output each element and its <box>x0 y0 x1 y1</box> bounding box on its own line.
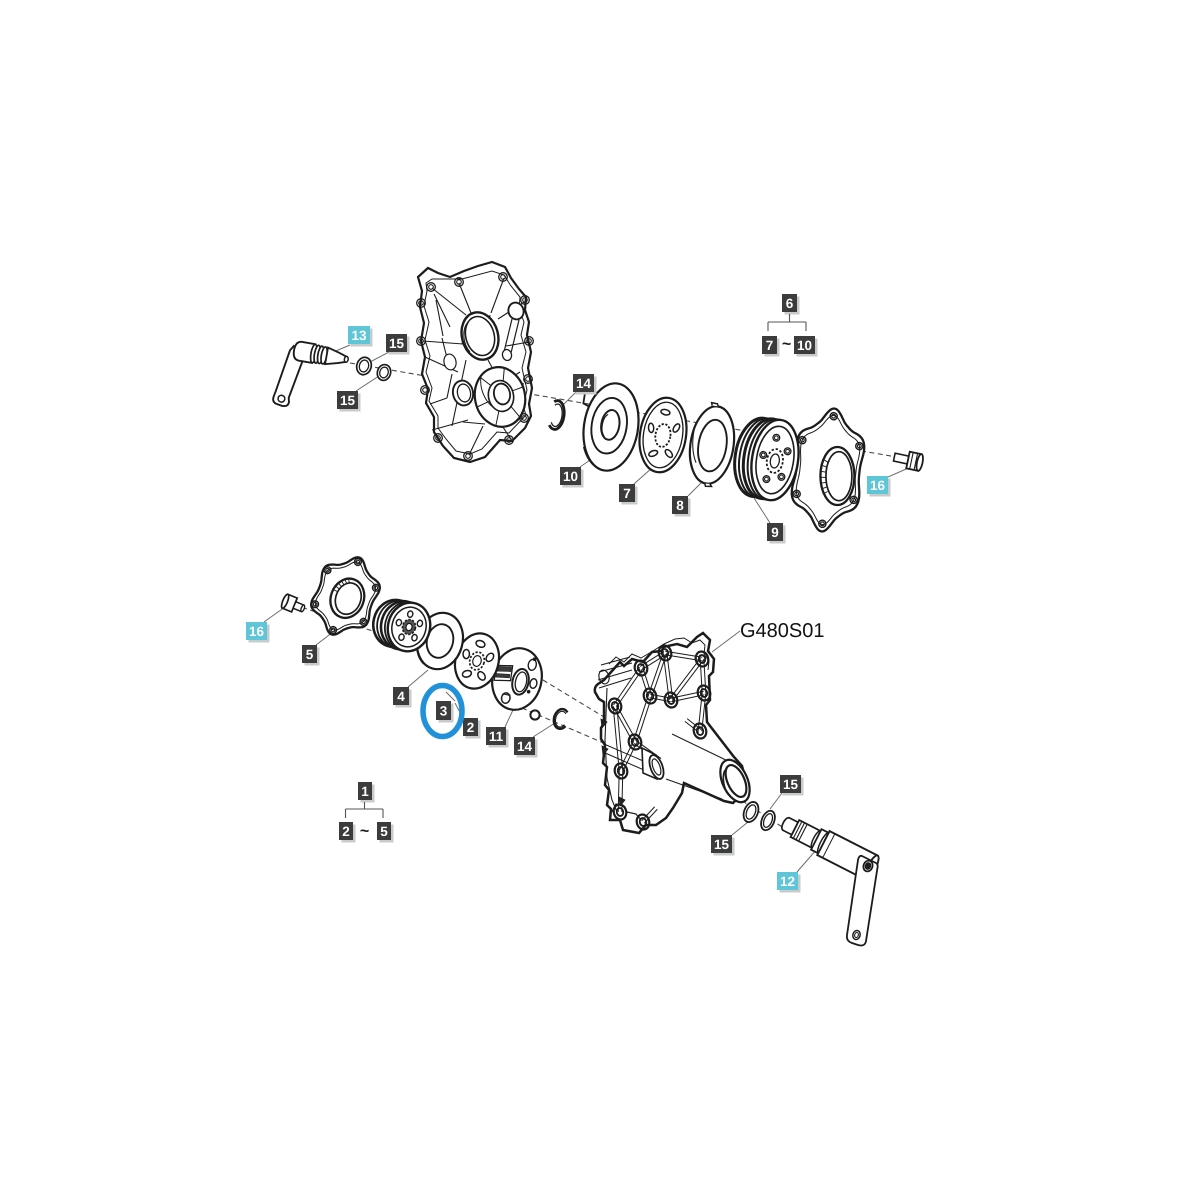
svg-text:15: 15 <box>714 837 730 852</box>
svg-text:10: 10 <box>797 338 812 353</box>
svg-text:3: 3 <box>440 703 448 718</box>
svg-text:5: 5 <box>380 824 388 839</box>
svg-text:5: 5 <box>306 647 314 662</box>
svg-text:14: 14 <box>576 376 592 391</box>
svg-text:7: 7 <box>623 486 631 501</box>
svg-text:8: 8 <box>676 498 684 513</box>
svg-text:10: 10 <box>563 469 578 484</box>
svg-text:14: 14 <box>517 739 533 754</box>
svg-text:16: 16 <box>870 478 886 493</box>
svg-text:2: 2 <box>342 824 350 839</box>
svg-text:~: ~ <box>360 823 369 840</box>
svg-text:15: 15 <box>340 393 356 408</box>
svg-text:11: 11 <box>489 729 504 744</box>
svg-text:15: 15 <box>783 777 799 792</box>
svg-text:G480S01: G480S01 <box>740 620 825 642</box>
svg-text:~: ~ <box>782 336 791 353</box>
svg-text:15: 15 <box>389 336 405 351</box>
svg-text:6: 6 <box>786 296 794 311</box>
svg-text:2: 2 <box>467 720 475 735</box>
svg-text:16: 16 <box>249 624 265 639</box>
svg-text:7: 7 <box>766 338 774 353</box>
svg-text:12: 12 <box>780 874 795 889</box>
svg-text:13: 13 <box>351 328 367 343</box>
svg-text:9: 9 <box>771 525 779 540</box>
svg-text:1: 1 <box>361 784 369 799</box>
svg-text:4: 4 <box>397 689 405 704</box>
